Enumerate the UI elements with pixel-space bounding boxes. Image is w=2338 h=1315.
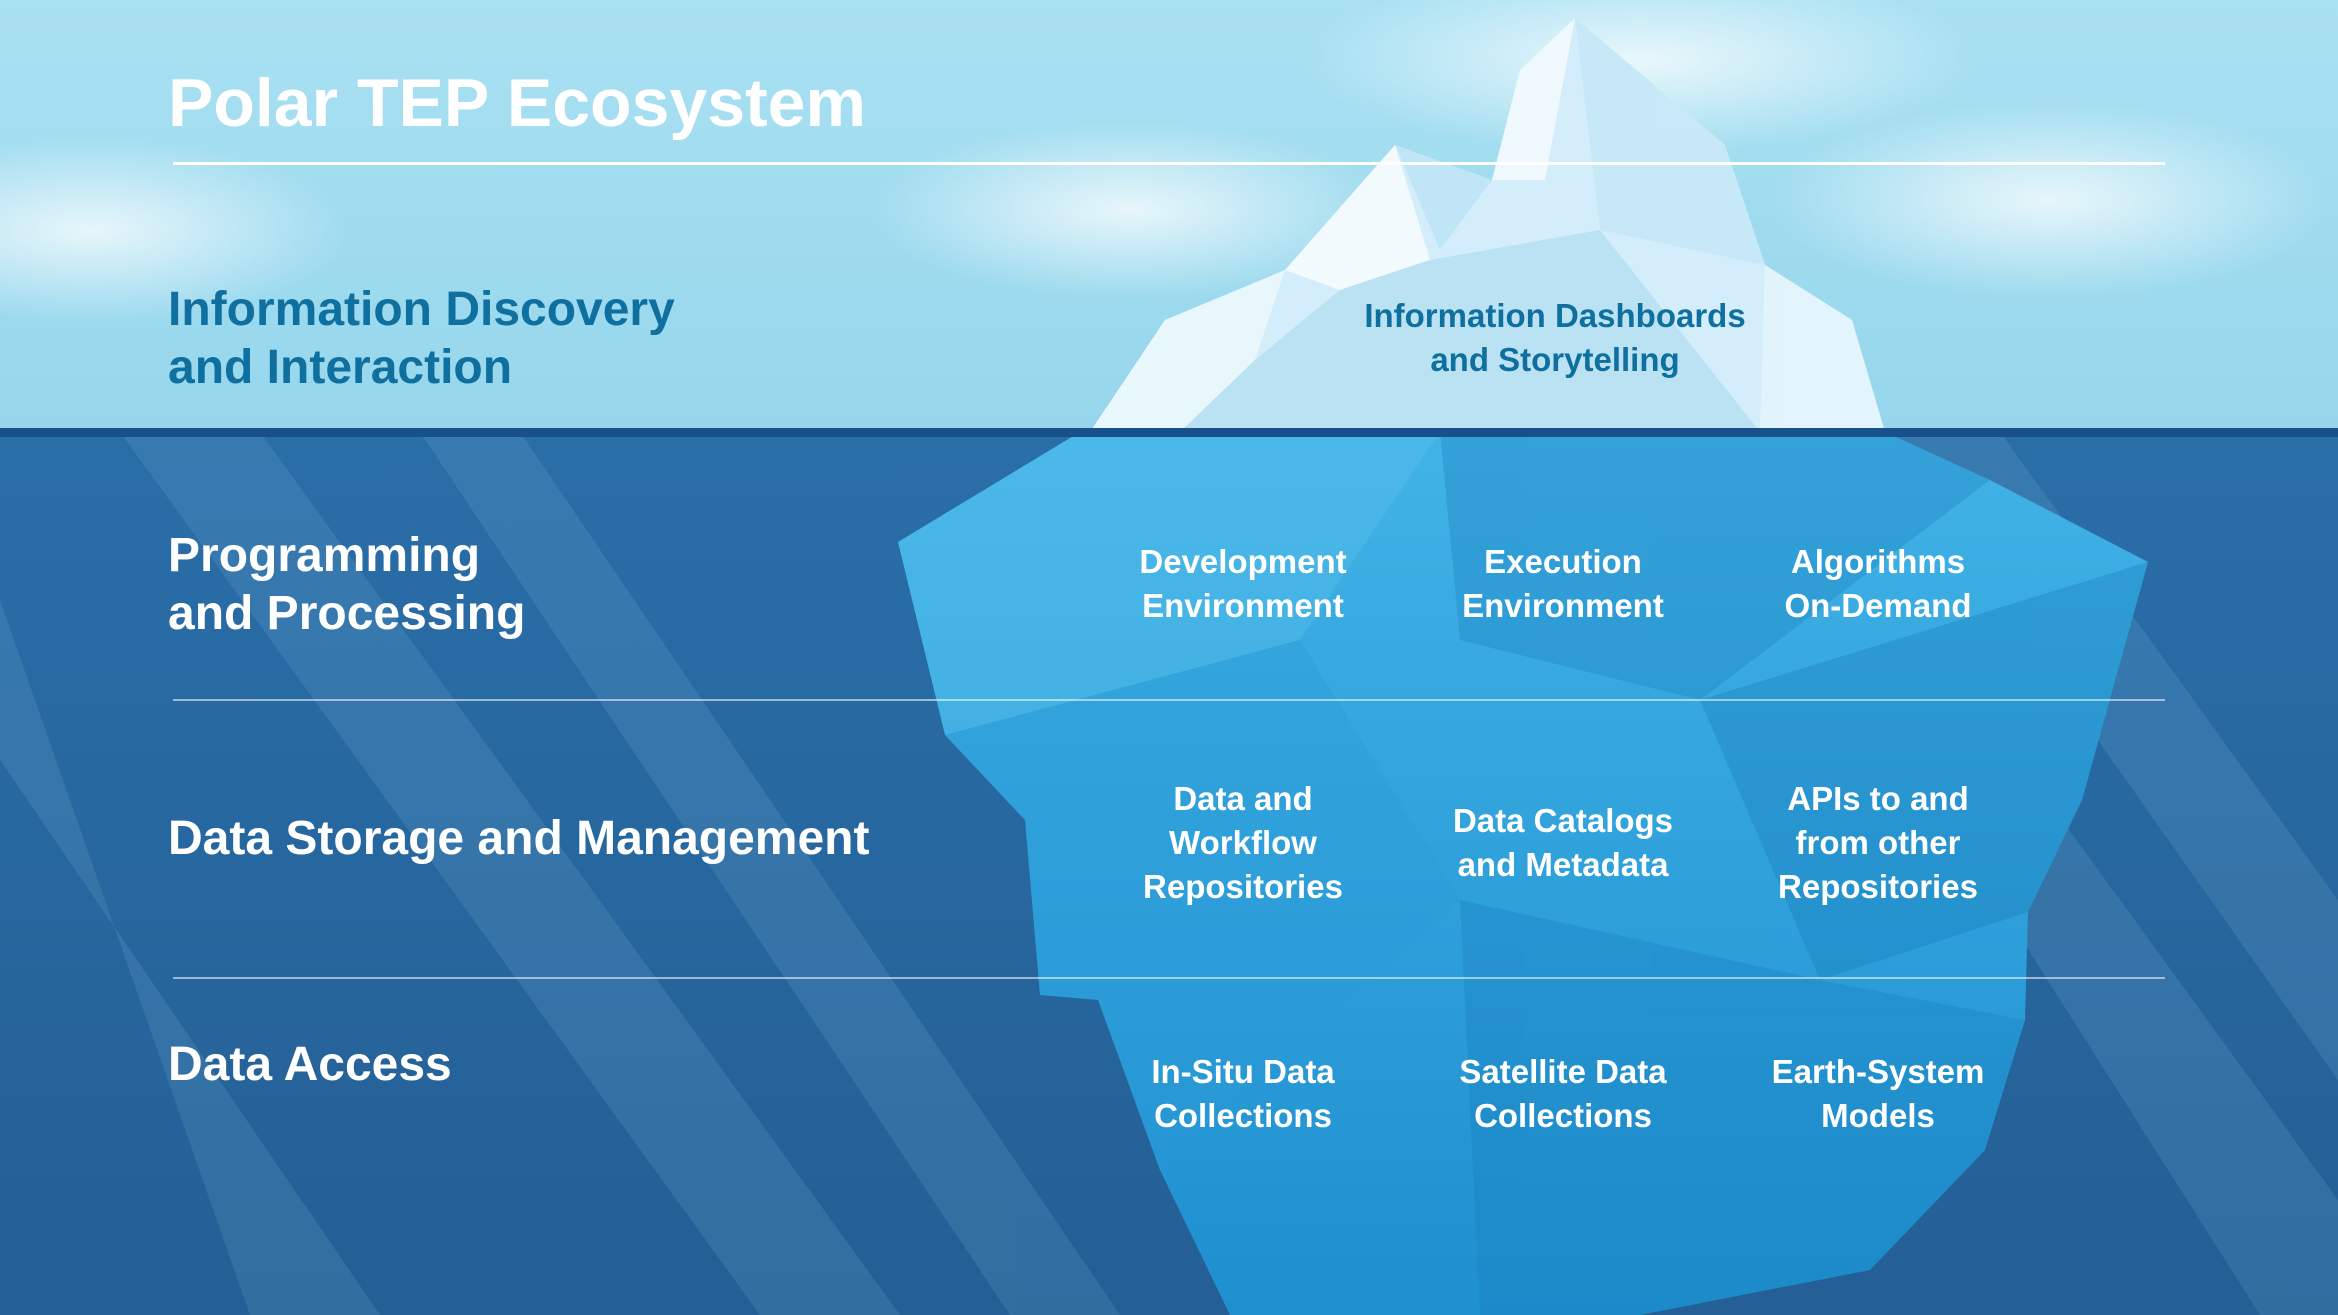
item-in-situ-collections: In-Situ Data Collections bbox=[1151, 1053, 1335, 1134]
cloud bbox=[1770, 100, 2330, 300]
item-execution-environment: Execution Environment bbox=[1462, 543, 1664, 624]
item-satellite-collections: Satellite Data Collections bbox=[1459, 1053, 1667, 1134]
item-apis-other-repositories: APIs to and from other Repositories bbox=[1778, 780, 1978, 905]
item-earth-system-models: Earth-System Models bbox=[1771, 1053, 1985, 1134]
title-rule bbox=[173, 162, 2165, 165]
level-label-storage: Data Storage and Management bbox=[168, 812, 870, 865]
item-algorithms-on-demand: Algorithms On-Demand bbox=[1784, 543, 1972, 624]
cloud bbox=[0, 135, 350, 325]
level-label-processing: Programming and Processing bbox=[168, 529, 526, 640]
waterline bbox=[0, 428, 2338, 437]
item-data-workflow-repositories: Data and Workflow Repositories bbox=[1143, 780, 1343, 905]
level-label-discovery: Information Discovery and Interaction bbox=[168, 283, 675, 394]
item-development-environment: Development Environment bbox=[1139, 543, 1347, 624]
item-dashboards: Information Dashboards and Storytelling bbox=[1364, 297, 1746, 378]
iceberg-submerged bbox=[898, 432, 2148, 1315]
divider-storage-access bbox=[173, 977, 2165, 979]
cloud bbox=[870, 120, 1390, 300]
iceberg-submerged-facets bbox=[898, 432, 2148, 1315]
divider-processing-storage bbox=[173, 699, 2165, 701]
diagram-title: Polar TEP Ecosystem bbox=[168, 65, 866, 141]
level-label-access: Data Access bbox=[168, 1038, 452, 1091]
item-data-catalogs-metadata: Data Catalogs and Metadata bbox=[1452, 802, 1674, 883]
iceberg-tip-facets bbox=[1090, 18, 1885, 432]
